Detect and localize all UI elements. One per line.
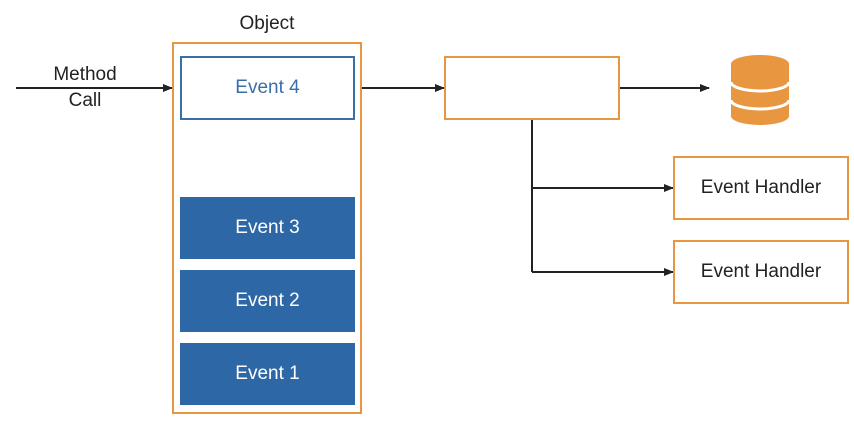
object-title: Object: [239, 13, 295, 34]
method-call-line1: Method: [53, 64, 117, 85]
queued-event-3: Event 3: [180, 197, 355, 259]
method-call-line2: Call: [68, 90, 102, 111]
incoming-event-box: Event 4: [180, 56, 355, 120]
event-handler-1: Event Handler: [673, 156, 849, 220]
method-call-label: Method Call: [40, 62, 130, 114]
queued-event-2: Event 2: [180, 270, 355, 332]
queued-event-1: Event 1: [180, 343, 355, 405]
dispatcher-box: [444, 56, 620, 120]
database-icon: [729, 54, 791, 128]
event-handler-2: Event Handler: [673, 240, 849, 304]
